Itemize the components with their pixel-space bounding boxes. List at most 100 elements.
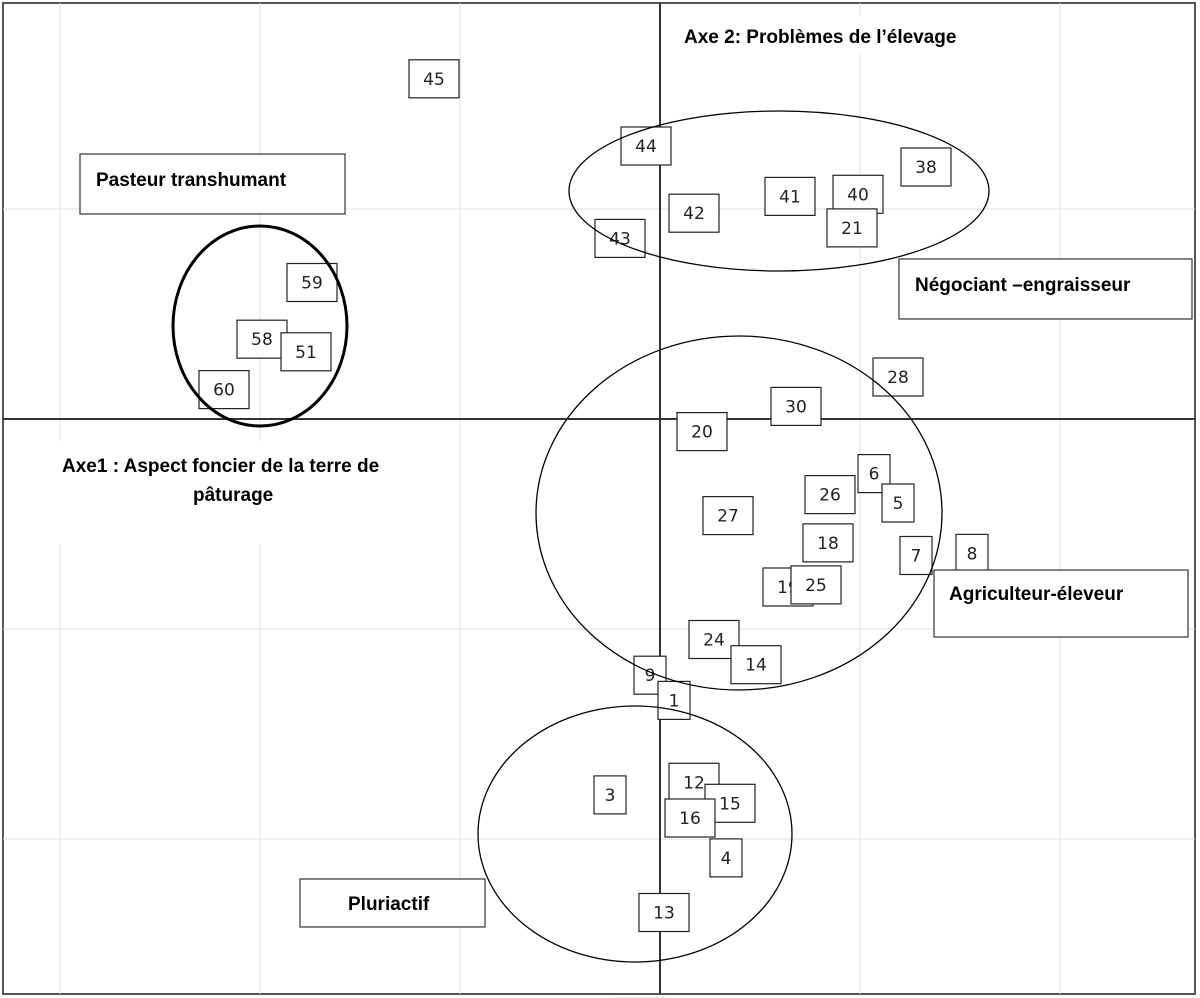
point-label: 42 <box>683 204 705 224</box>
point-label: 58 <box>251 330 273 350</box>
point-label: 45 <box>423 70 445 90</box>
point-box <box>676 412 728 452</box>
point-3: 3 <box>593 775 627 815</box>
point-label: 5 <box>893 494 904 514</box>
point-41: 41 <box>764 176 816 216</box>
point-box <box>638 892 690 933</box>
point-label: 41 <box>779 187 801 207</box>
point-box <box>702 496 754 536</box>
point-60: 60 <box>198 370 250 410</box>
group-label-box-agriculteur <box>933 569 1189 638</box>
point-label: 28 <box>887 368 909 388</box>
point-label: 51 <box>295 343 317 363</box>
point-box <box>730 645 782 685</box>
group-label-pasteur: Pasteur transhumant <box>96 170 287 191</box>
point-8: 8 <box>955 533 989 574</box>
point-14: 14 <box>730 645 782 685</box>
point-13: 13 <box>638 892 690 933</box>
point-51: 51 <box>280 332 332 372</box>
point-label: 38 <box>915 158 937 178</box>
point-box <box>770 386 822 426</box>
point-label: 14 <box>745 656 767 676</box>
point-box <box>764 176 816 216</box>
group-label-box-pluriactif <box>299 878 486 928</box>
point-26: 26 <box>804 475 856 515</box>
point-25: 25 <box>790 565 842 605</box>
point-box <box>620 126 672 166</box>
point-box <box>668 193 720 233</box>
point-43: 43 <box>594 218 646 258</box>
point-label: 9 <box>645 666 656 686</box>
point-1: 1 <box>657 680 691 721</box>
point-40: 40 <box>832 174 884 214</box>
point-box <box>802 523 854 563</box>
point-44: 44 <box>620 126 672 166</box>
point-label: 13 <box>653 904 675 924</box>
point-box <box>280 332 332 372</box>
cluster-ellipse-agriculteur <box>535 335 943 691</box>
point-box <box>664 798 716 838</box>
point-box <box>881 483 915 523</box>
point-42: 42 <box>668 193 720 233</box>
point-box <box>408 59 460 99</box>
point-box <box>236 319 288 359</box>
point-18: 18 <box>802 523 854 563</box>
point-label: 26 <box>819 486 841 506</box>
point-label: 15 <box>719 794 741 814</box>
point-label: 30 <box>785 397 807 417</box>
point-box <box>832 174 884 214</box>
point-45: 45 <box>408 59 460 99</box>
point-30: 30 <box>770 386 822 426</box>
group-label-pluriactif: Pluriactif <box>348 894 430 915</box>
point-box <box>594 218 646 258</box>
point-21: 21 <box>826 208 878 248</box>
point-27: 27 <box>702 496 754 536</box>
point-label: 43 <box>609 229 631 249</box>
point-label: 1 <box>669 691 680 711</box>
group-label-negociant: Négociant –engraisseur <box>915 275 1131 296</box>
point-label: 20 <box>691 423 713 443</box>
point-58: 58 <box>236 319 288 359</box>
point-label: 3 <box>605 786 616 806</box>
group-label-box-negociant <box>898 258 1193 320</box>
point-label: 8 <box>967 544 978 564</box>
point-16: 16 <box>664 798 716 838</box>
axis-1-title: Axe1 : Aspect foncier de la terre de <box>62 456 379 477</box>
axis-2-title-bg <box>668 17 998 53</box>
point-box <box>286 262 338 303</box>
axis-2-title: Axe 2: Problèmes de l’élevage <box>684 27 956 48</box>
point-7: 7 <box>899 535 933 576</box>
axis-1-title-bg <box>45 441 430 544</box>
point-label: 40 <box>847 185 869 205</box>
point-box <box>899 535 933 576</box>
point-box <box>900 147 952 187</box>
point-4: 4 <box>709 838 743 878</box>
point-label: 60 <box>213 381 235 401</box>
point-label: 59 <box>301 274 323 294</box>
cluster-ellipse-pluriactif <box>477 705 793 963</box>
point-label: 12 <box>683 773 705 793</box>
point-38: 38 <box>900 147 952 187</box>
point-label: 24 <box>703 631 725 651</box>
point-label: 4 <box>721 849 732 869</box>
cluster-ellipse-pasteur <box>171 224 349 428</box>
point-label: 27 <box>717 507 739 527</box>
point-label: 16 <box>679 809 701 829</box>
point-label: 6 <box>869 465 880 485</box>
point-label: 44 <box>635 137 657 157</box>
cluster-ellipse-negociant <box>568 110 990 272</box>
point-box <box>709 838 743 878</box>
point-label: 18 <box>817 534 839 554</box>
group-label-box-pasteur <box>79 153 346 215</box>
point-28: 28 <box>872 357 924 397</box>
point-label: 21 <box>841 219 863 239</box>
point-box <box>198 370 250 410</box>
point-box <box>790 565 842 605</box>
point-box <box>826 208 878 248</box>
point-box <box>593 775 627 815</box>
point-59: 59 <box>286 262 338 303</box>
point-label: 25 <box>805 576 827 596</box>
point-20: 20 <box>676 412 728 452</box>
